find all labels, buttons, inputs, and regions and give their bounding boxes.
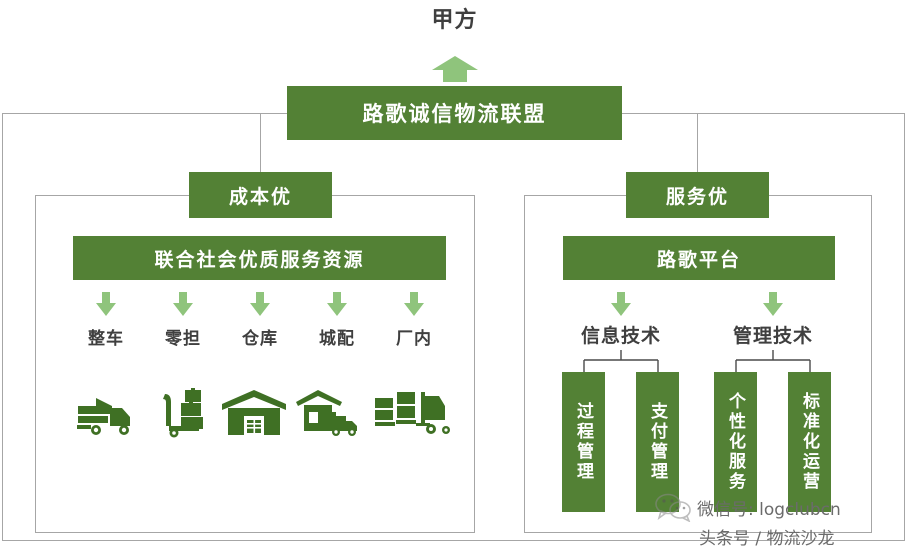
alliance-title-bar: 路歌诚信物流联盟	[287, 86, 622, 140]
group-label-management-technology: 管理技术	[732, 325, 813, 347]
hand-truck-icon	[155, 388, 217, 438]
category-label-lingdan: 零担	[165, 329, 201, 349]
connector-bracket-information-technology	[575, 350, 675, 380]
wechat-icon	[655, 492, 691, 523]
warehouse-icon	[222, 390, 286, 440]
resource-bar: 联合社会优质服务资源	[73, 236, 446, 280]
down-arrow-icon	[327, 292, 347, 316]
city-delivery-icon	[296, 390, 358, 440]
forklift-icon	[375, 390, 450, 440]
down-arrow-icon	[250, 292, 270, 316]
service-advantage-header: 服务优	[626, 172, 769, 218]
group-label-information-technology: 信息技术	[580, 325, 661, 347]
down-arrow-icon	[763, 292, 783, 316]
page-title: 甲方	[431, 8, 478, 33]
vertical-box-personalized-service: 个性化服务	[714, 372, 757, 512]
cost-advantage-header: 成本优	[189, 172, 332, 218]
truck-icon	[76, 392, 138, 442]
down-arrow-icon	[404, 292, 424, 316]
platform-bar: 路歌平台	[563, 236, 835, 280]
down-arrow-icon	[611, 292, 631, 316]
watermark: 微信号: logclubcn 头条号 / 物流沙龙	[655, 492, 841, 549]
watermark-toutiao: 头条号 / 物流沙龙	[699, 529, 835, 549]
category-label-cangku: 仓库	[242, 329, 278, 349]
vertical-box-payment-management: 支付管理	[636, 372, 679, 512]
connector-bracket-management-technology	[727, 350, 827, 380]
right-branch-stem	[697, 113, 698, 173]
category-label-zhengche: 整车	[88, 329, 124, 349]
down-arrow-icon	[173, 292, 193, 316]
vertical-box-standardized-operation: 标准化运营	[788, 372, 831, 512]
down-arrow-icon	[96, 292, 116, 316]
vertical-box-process-management: 过程管理	[562, 372, 605, 512]
watermark-wechat-id: 微信号: logclubcn	[697, 499, 841, 520]
category-label-channei: 厂内	[396, 329, 432, 349]
category-label-chengpei: 城配	[319, 329, 355, 349]
up-arrow-icon	[432, 56, 478, 82]
left-branch-stem	[260, 113, 261, 173]
